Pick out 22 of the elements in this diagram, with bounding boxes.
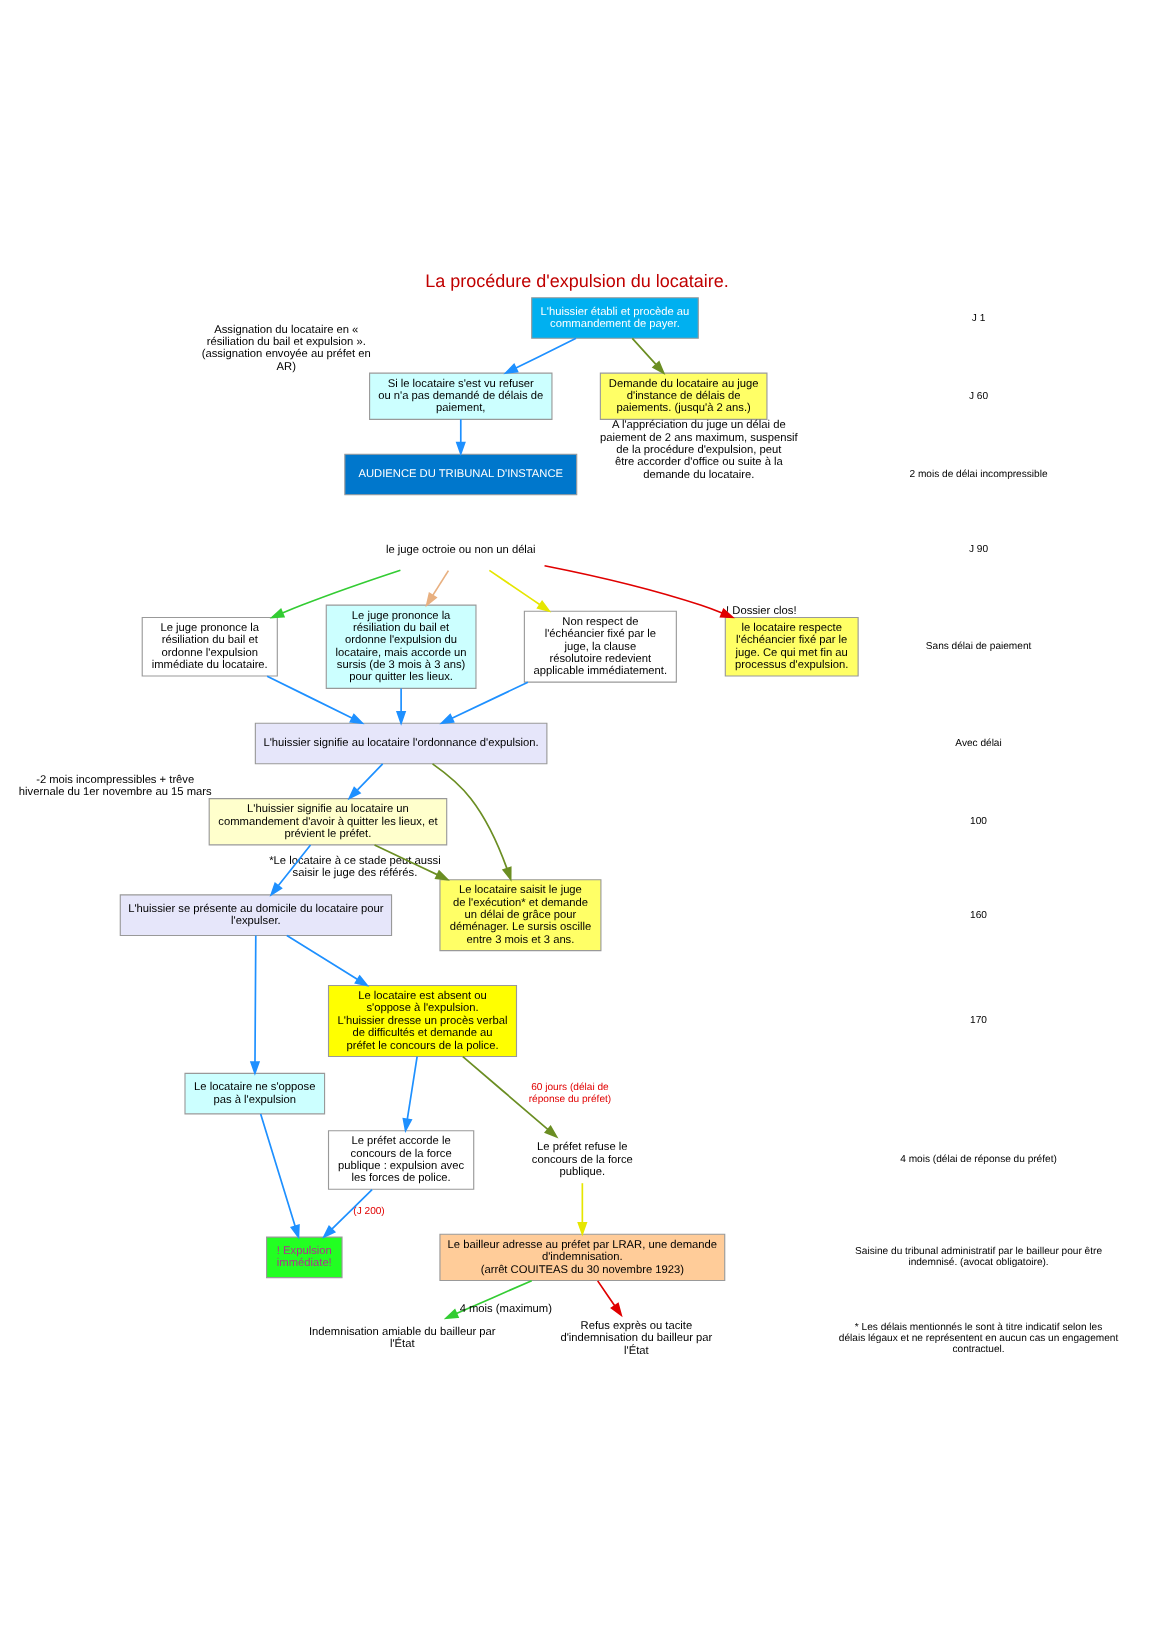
arrow [443, 1278, 533, 1319]
arrow [596, 1279, 623, 1317]
arrow [322, 1187, 373, 1238]
arrow [455, 417, 466, 456]
arrow [462, 1054, 559, 1138]
arrow [425, 568, 450, 607]
arrow [631, 336, 666, 374]
arrow [249, 933, 261, 1075]
diagram-title: La procédure d'expulsion du locataire. [425, 270, 729, 291]
arrow [259, 1112, 300, 1239]
arrow [269, 568, 402, 618]
arrow [577, 1181, 588, 1236]
arrow [396, 686, 407, 725]
arrow [543, 563, 735, 618]
arrow [266, 674, 365, 724]
arrow [373, 843, 450, 880]
arrow [503, 336, 577, 374]
arrow [488, 568, 552, 612]
arrow [439, 680, 529, 724]
arrow [347, 761, 384, 800]
arrow [402, 1054, 418, 1132]
arrow [286, 933, 370, 986]
